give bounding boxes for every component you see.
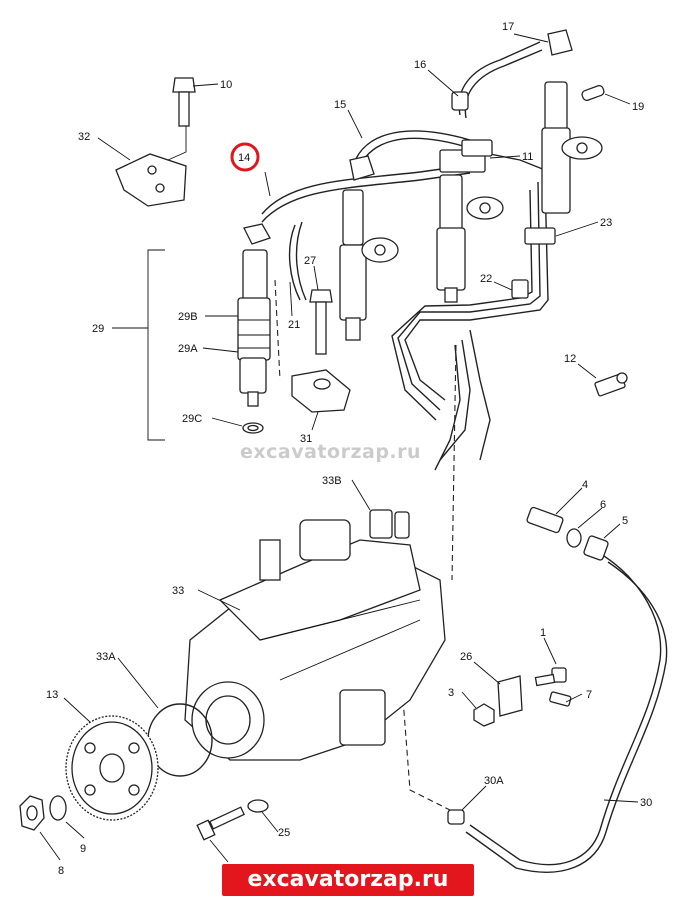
clip-22 xyxy=(511,279,529,299)
label-33A: 33A xyxy=(96,651,116,663)
label-22: 22 xyxy=(480,273,492,285)
watermark-footer-banner: excavatorzap.ru xyxy=(222,864,474,896)
watermark-middle: excavatorzap.ru xyxy=(240,441,421,463)
label-8: 8 xyxy=(58,865,64,877)
label-29: 29 xyxy=(92,323,104,335)
label-32: 32 xyxy=(78,131,90,143)
injector-29 xyxy=(237,223,271,407)
nut-8 xyxy=(19,795,45,831)
label-23: 23 xyxy=(600,217,612,229)
label-27: 27 xyxy=(304,255,316,267)
plate-32 xyxy=(115,153,187,207)
clamp-31 xyxy=(291,369,351,413)
label-10: 10 xyxy=(220,79,232,91)
clamp-23 xyxy=(524,227,556,245)
clamp-12 xyxy=(594,372,628,397)
nut-5 xyxy=(583,535,609,561)
label-33B: 33B xyxy=(322,475,342,487)
plug-19 xyxy=(581,85,605,101)
label-13: 13 xyxy=(46,689,58,701)
leak-off-line-11 xyxy=(439,139,493,173)
label-5: 5 xyxy=(622,515,628,527)
gear-13 xyxy=(65,715,159,821)
bolt-27 xyxy=(309,289,333,355)
leader-lines xyxy=(39,33,639,863)
fuel-line-30 xyxy=(469,555,662,866)
label-4: 4 xyxy=(582,479,588,491)
label-21: 21 xyxy=(288,319,300,331)
label-29B: 29B xyxy=(178,311,198,323)
label-26: 26 xyxy=(460,651,472,663)
nut-3 xyxy=(473,703,495,727)
injector-4 xyxy=(541,29,603,214)
callout-labels: 10 32 14 15 16 17 19 11 23 22 12 27 21 2… xyxy=(46,21,652,877)
label-16: 16 xyxy=(414,59,426,71)
label-7: 7 xyxy=(586,689,592,701)
bolt-10 xyxy=(172,77,196,127)
washer-9 xyxy=(49,795,67,821)
label-33: 33 xyxy=(172,585,184,597)
injector-3 xyxy=(436,174,504,303)
bolt-2 xyxy=(196,806,245,841)
fitting-4 xyxy=(526,506,564,534)
seal-6 xyxy=(566,528,582,548)
label-6: 6 xyxy=(600,499,606,511)
label-1: 1 xyxy=(540,627,546,639)
label-29A: 29A xyxy=(178,343,198,355)
dashed-line-21 xyxy=(274,279,281,381)
bracket-26 xyxy=(497,675,523,717)
bolt-1 xyxy=(534,667,567,687)
label-12: 12 xyxy=(564,353,576,365)
label-15: 15 xyxy=(334,99,346,111)
injector-2 xyxy=(339,155,399,341)
label-30A: 30A xyxy=(484,775,504,787)
label-17: 17 xyxy=(502,21,514,33)
label-3: 3 xyxy=(448,687,454,699)
fuel-injection-pump-33 xyxy=(184,509,446,761)
nut-16 xyxy=(451,91,469,111)
highlight-ring-14 xyxy=(230,142,260,172)
label-31: 31 xyxy=(300,433,312,445)
dashed-line-pump xyxy=(451,344,457,581)
label-25: 25 xyxy=(278,827,290,839)
label-9: 9 xyxy=(80,843,86,855)
washer-25 xyxy=(247,799,269,813)
label-11: 11 xyxy=(522,151,533,163)
washer-29C xyxy=(242,422,264,434)
label-19: 19 xyxy=(632,101,644,113)
label-14: 14 xyxy=(238,152,250,164)
bolt-7 xyxy=(549,691,572,707)
fitting-30A xyxy=(447,809,465,825)
label-30: 30 xyxy=(640,797,652,809)
label-29C: 29C xyxy=(182,413,202,425)
